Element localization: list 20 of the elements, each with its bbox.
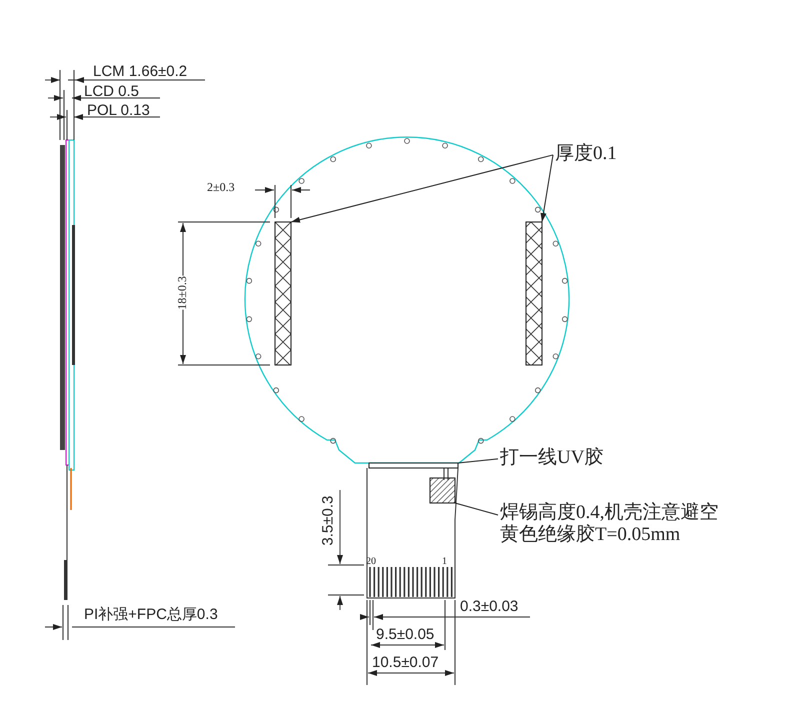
adhesive-tape-strip (274, 222, 292, 366)
callout-note: 厚度0.1 (555, 143, 617, 165)
callout-note: 打一线UV胶 (500, 447, 604, 469)
adhesive-tape-strip (526, 222, 542, 366)
dimension-label: PI补强+FPC总厚0.3 (84, 606, 218, 624)
pin-number: 1 (442, 556, 447, 568)
leader-line (454, 502, 498, 516)
solder-pad (430, 478, 456, 504)
leader-line (540, 154, 554, 222)
dimension-label: 9.5±0.05 (376, 626, 434, 644)
dimension-label: 2±0.3 (207, 181, 235, 195)
callout-note: 焊锡高度0.4,机壳注意避空 (500, 502, 718, 524)
dimension-label: LCM 1.66±0.2 (93, 63, 188, 80)
dimension-label: LCD 0.5 (84, 83, 140, 100)
callout-note: 黄色绝缘胶T=0.05mm (500, 524, 682, 546)
leader-line (290, 154, 554, 223)
dimension-label: POL 0.13 (87, 102, 150, 120)
leader-line (458, 458, 498, 464)
dimension-label: 0.3±0.03 (460, 598, 518, 616)
dimension-label: 10.5±0.07 (372, 654, 439, 672)
